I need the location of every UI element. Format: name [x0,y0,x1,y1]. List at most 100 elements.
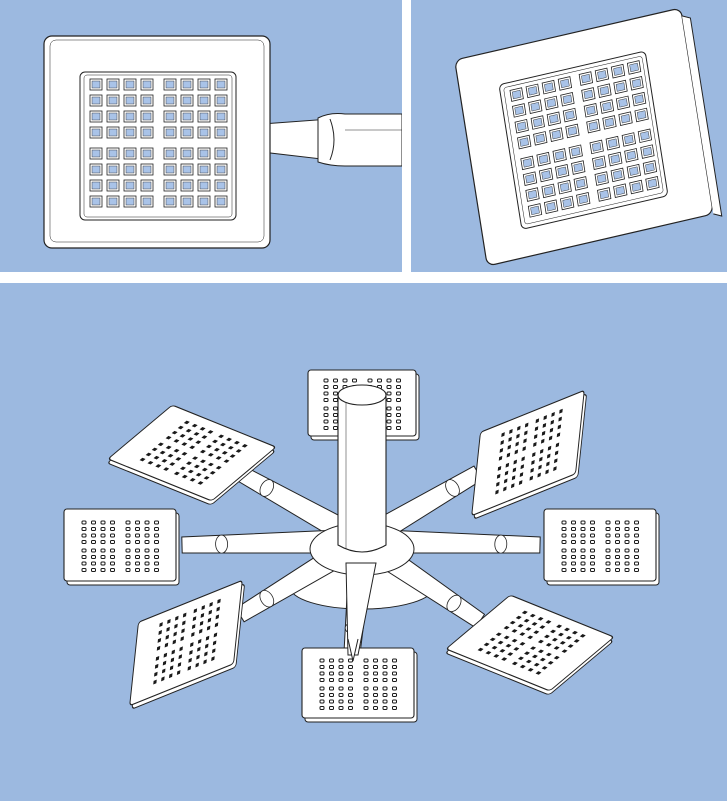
arm-bottom-tip [347,638,359,662]
cell-window [142,96,152,105]
tile-hole [571,520,576,525]
cell-window [586,105,596,115]
cell-window [182,181,192,190]
tile-hole [521,456,525,462]
tile-hole [590,568,595,572]
cell-window [560,78,570,89]
cell-window [571,147,581,157]
tile-hole [386,378,392,383]
tile-hole [144,520,150,525]
tile-hole [516,433,520,439]
tile-hole [155,464,162,468]
tile-hole [169,665,174,671]
cell-window [142,128,152,137]
tile-hole [483,642,490,647]
cell-window [642,147,653,157]
tile-hole [319,658,325,663]
front-view-drawing [0,0,402,272]
arm-upper-left-collar [259,479,275,497]
tile-hole [553,646,560,650]
tile-lower-left [129,580,245,709]
tile-hole [615,555,620,559]
tile-hole [352,378,357,383]
tile-hole [207,462,214,467]
tile-lower-right [446,595,614,695]
tile-hole [497,640,504,645]
tile-hole [396,391,401,396]
tile-hole [171,649,176,655]
tile-hole [386,419,392,424]
tile-hole [605,527,611,531]
cell-window [583,89,594,100]
tile-hole [200,459,206,464]
tile-hole [204,651,208,657]
cell-window [620,114,631,124]
tile-hole [165,634,170,640]
tile-hole [212,439,219,444]
cell-window [522,158,533,168]
cell-window [108,165,118,174]
tile-hole [193,464,200,469]
tile-hole [201,435,208,439]
tile-hole [382,678,388,682]
cell-window [125,181,135,190]
tile-hole [329,665,334,669]
tile-hole [634,520,639,525]
tile-hole [485,650,492,655]
cell-window [91,165,101,174]
tile-hole [209,470,216,475]
tile-hole [493,654,500,658]
tile-hole [188,657,192,663]
tile-hole [161,459,168,463]
tile-hole [615,527,620,531]
cell-window [624,134,634,145]
tile-hole [624,555,630,559]
tile-hole [100,548,106,553]
tile-hole [615,561,620,566]
tile-hole [144,533,150,538]
tile-hole [396,378,401,383]
tile-hole [382,693,388,697]
tile-hole [503,478,508,484]
tile-hole [530,467,534,473]
tile-hole [100,520,106,525]
arm-left-collar [215,534,229,554]
tile-hole [181,474,188,479]
tile-hole [191,423,198,428]
tile-hole [386,391,392,396]
cell-window [554,150,565,161]
tile-hole [209,601,213,607]
tile-hole [215,456,222,460]
column-top-cap [337,384,387,406]
tile-hole [550,419,555,425]
tile-hole [495,632,502,637]
tile-hole [217,598,221,604]
tile-hole [189,445,196,450]
tile-hole [515,615,522,620]
tile-hole [110,561,115,566]
cell-window [165,112,175,121]
panel-front-view [0,0,402,272]
central-column [337,394,387,553]
cell-window [216,197,226,206]
cell-window [216,96,226,105]
tile-hole [135,527,140,531]
tile-hole [363,706,369,710]
tile-hole [173,471,180,476]
tile-hole [392,699,397,704]
tile-hole [534,426,539,432]
tile-hole [207,617,212,623]
tile-hole [545,620,552,624]
tile-hole [382,658,388,663]
tile-hole [329,678,334,682]
tile-hole [197,638,202,644]
tile-hole [523,438,527,444]
tile-hole [166,626,170,632]
tile-hole [634,527,639,531]
tile-hole [557,632,564,637]
tile-hole [195,662,199,668]
arm-lower-left-collar [259,589,275,608]
tile-hole [559,641,566,645]
tile-hole [125,520,131,525]
tile-hole [624,520,630,525]
